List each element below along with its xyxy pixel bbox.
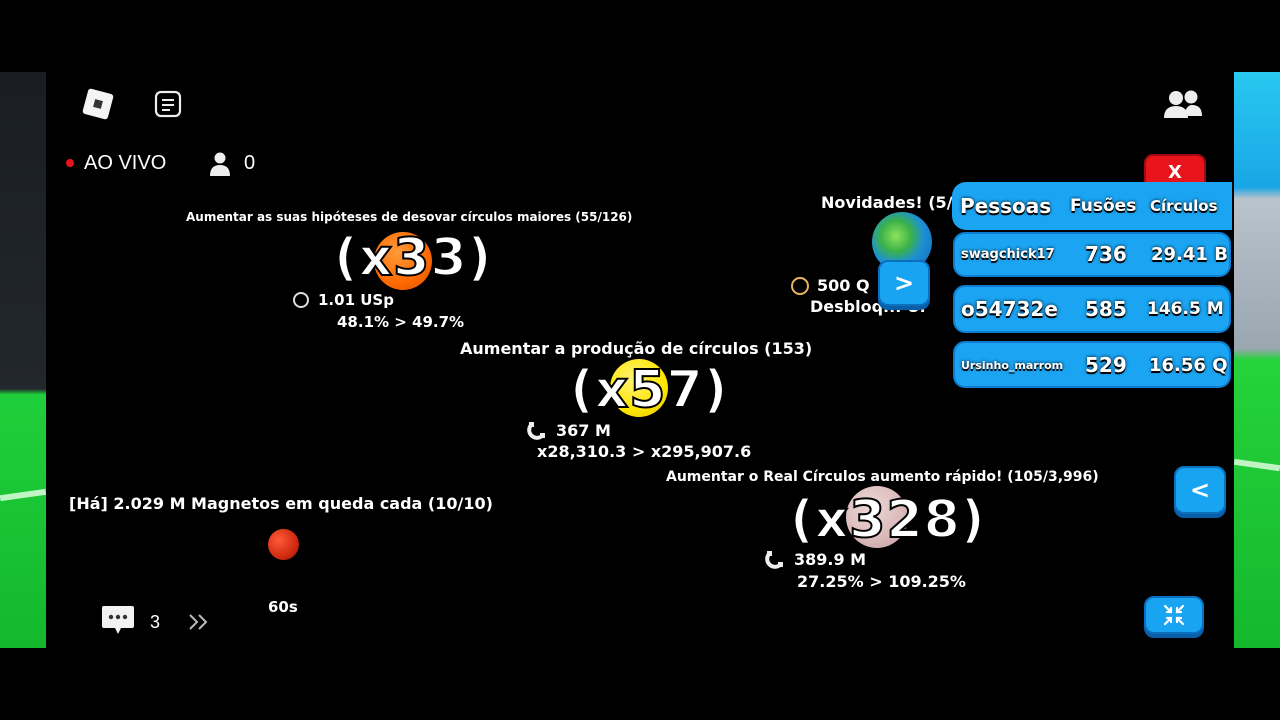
fast-cost: 389.9 M [794,550,867,569]
viewer-icon [209,152,231,176]
hatch-cost: 1.01 USp [318,291,394,309]
header-fusions: Fusões [1070,196,1137,216]
header-circles: Círculos [1150,197,1218,215]
game-world-left-edge [0,72,47,648]
next-button[interactable]: > [878,260,930,306]
player-name: o54732e [961,297,1058,321]
shrink-button[interactable] [1144,596,1204,634]
leaderboard-row: swagchick17 736 29.41 B [953,232,1231,277]
player-circles: 29.41 B [1151,244,1228,265]
yellow-circle-orb [610,359,668,417]
chat-count: 3 [150,612,161,632]
friends-icon[interactable] [1162,88,1204,120]
grey-circle-orb [846,486,908,548]
production-upgrade-title: Aumentar a produção de círculos (153) [460,339,813,358]
magnet-icon [527,421,547,441]
shrink-icon [1162,603,1186,627]
live-dot-icon [66,159,74,167]
next-button-label: > [893,269,915,297]
news-cost: 500 Q [817,276,870,295]
hatch-multiplier[interactable]: (x33) [333,227,493,289]
fast-multiplier[interactable]: (x328) [789,489,986,551]
production-change: x28,310.3 > x295,907.6 [537,442,752,461]
header-people: Pessoas [960,194,1052,218]
leaderboard-row: Ursinho_marrom 529 16.56 Q [953,341,1231,388]
circle-currency-icon [791,277,809,295]
player-name: Ursinho_marrom [961,359,1064,372]
magnet-drop-title: [Há] 2.029 M Magnetos em queda cada (10/… [69,494,493,513]
chevron-right-icon[interactable] [187,612,211,632]
roblox-menu-icon[interactable] [80,86,116,122]
game-world-right-edge [1233,72,1280,648]
collapse-button-label: < [1189,476,1211,504]
player-circles: 146.5 M [1147,299,1224,319]
red-planet-icon [268,529,299,560]
production-multiplier[interactable]: (x57) [569,359,729,421]
live-label: AO VIVO [84,152,167,174]
fast-upgrade-title: Aumentar o Real Círculos aumento rápido!… [666,469,1099,485]
fast-change: 27.25% > 109.25% [797,572,966,591]
player-fusions: 529 [1085,353,1127,377]
player-name: swagchick17 [961,247,1055,262]
production-cost: 367 M [556,421,611,440]
magnet-icon [765,550,785,570]
hatch-change: 48.1% > 49.7% [337,313,465,331]
close-button-label: X [1168,161,1182,183]
chat-icon[interactable] [101,604,135,636]
circle-currency-icon [293,292,309,308]
leaderboard-row: o54732e 585 146.5 M [953,285,1231,333]
news-title: Novidades! (5/ [821,193,953,212]
leaderboard-header: Pessoas Fusões Círculos [952,182,1232,230]
player-circles: 16.56 Q [1149,355,1228,376]
hatch-upgrade-title: Aumentar as suas hipóteses de desovar cí… [186,210,633,224]
orange-circle-orb [374,232,432,290]
magnet-timer: 60s [268,598,298,616]
player-fusions: 585 [1085,297,1127,321]
notes-icon[interactable] [154,90,182,118]
player-fusions: 736 [1085,242,1127,266]
collapse-button[interactable]: < [1174,466,1226,514]
viewer-count: 0 [244,152,256,174]
